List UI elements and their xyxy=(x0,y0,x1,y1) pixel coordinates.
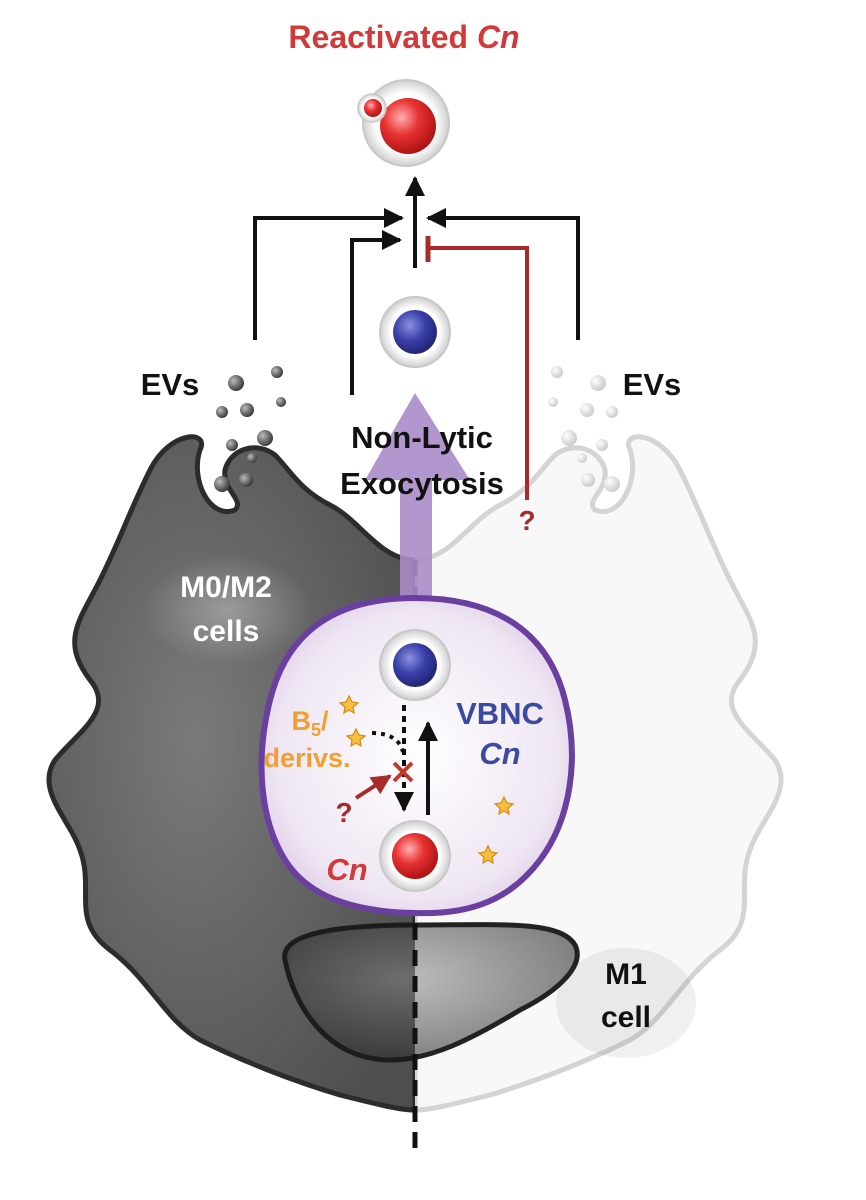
exocytosis-label-line1: Non-Lytic xyxy=(351,420,493,455)
exocytosis-arrow xyxy=(365,393,470,600)
m0m2-label-line2: cells xyxy=(193,615,260,648)
vbnc-cn-cell xyxy=(379,629,451,701)
feedback-arrows xyxy=(253,176,580,500)
m1-label-line2: cell xyxy=(601,1001,651,1034)
m1-label-line1: M1 xyxy=(605,958,647,991)
evs-left-label: EVs xyxy=(141,367,200,402)
transition-arrows xyxy=(394,705,438,815)
vbnc-label-line1: VBNC xyxy=(456,696,544,731)
m0m2-label-line1: M0/M2 xyxy=(180,571,272,604)
evs-right xyxy=(548,366,620,492)
exocytosis-label-line2: Exocytosis xyxy=(340,466,504,501)
exocytosed-cn-cell xyxy=(379,296,451,368)
cn-cell xyxy=(379,820,451,892)
b5-label-line1: B5/ xyxy=(291,706,329,740)
b5-inhibition xyxy=(354,731,414,800)
title: Reactivated Cn xyxy=(288,19,519,55)
b5-stars xyxy=(338,694,515,865)
b5-label-line2: derivs. xyxy=(263,743,350,773)
vbnc-label-line2: Cn xyxy=(479,736,520,771)
vacuole xyxy=(258,594,575,917)
question-mark-top: ? xyxy=(518,505,535,536)
reactivated-cn-cell xyxy=(357,79,450,167)
evs-left xyxy=(214,366,286,492)
nucleus xyxy=(282,922,580,1063)
cn-label: Cn xyxy=(326,852,367,887)
question-mark-inner: ? xyxy=(335,797,352,828)
evs-right-label: EVs xyxy=(623,367,682,402)
